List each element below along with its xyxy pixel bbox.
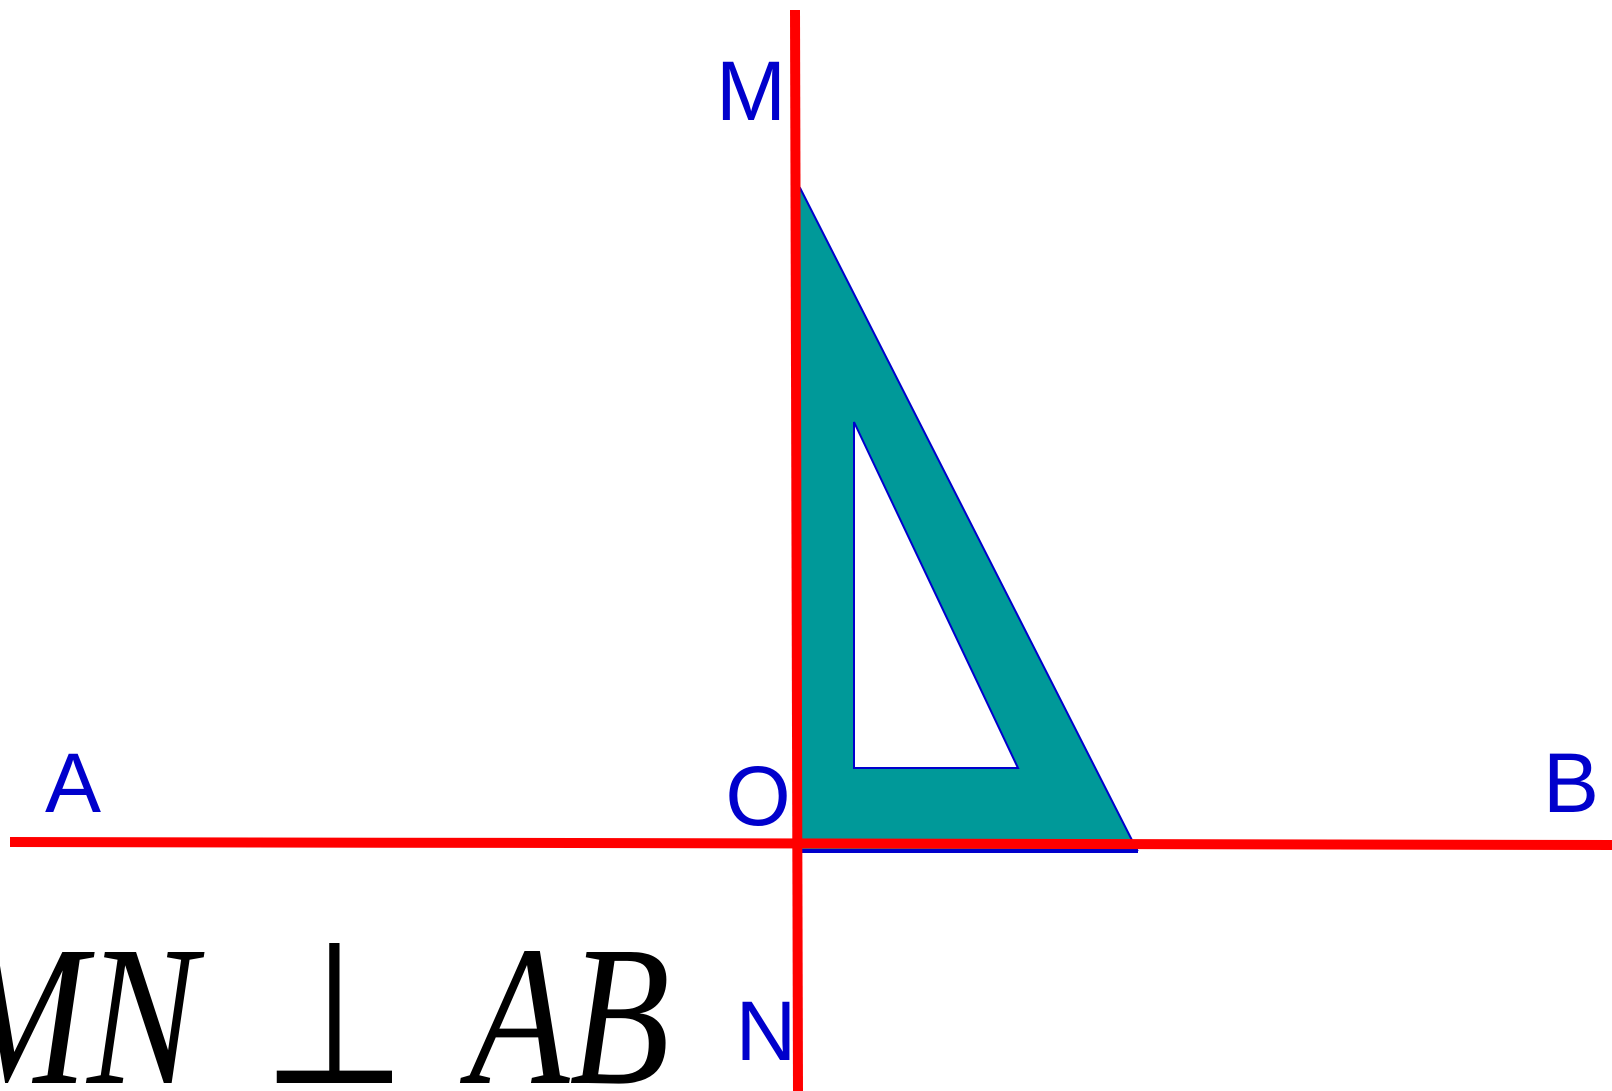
label-m: M	[716, 44, 786, 138]
line-ab	[9, 837, 1612, 850]
label-b: B	[1543, 736, 1599, 830]
formula-left: MN	[0, 906, 205, 1091]
formula-symbol: ⊥	[263, 906, 406, 1091]
label-a: A	[45, 736, 101, 830]
label-o: O	[725, 749, 790, 843]
perpendicular-formula: MN ⊥ AB	[0, 906, 670, 1091]
formula-right: AB	[460, 906, 670, 1091]
line-mn	[790, 9, 803, 1091]
label-n: N	[736, 984, 797, 1078]
set-square	[795, 179, 1139, 851]
